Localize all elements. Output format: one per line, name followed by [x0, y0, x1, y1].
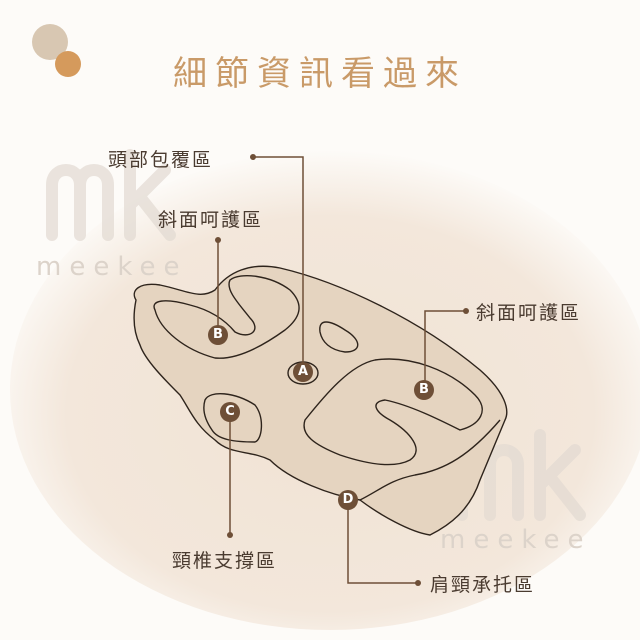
label-neck-support: 頸椎支撐區: [172, 550, 278, 572]
marker-c: C: [220, 402, 240, 422]
label-head-wrap: 頭部包覆區: [108, 149, 214, 171]
watermark-logo: [46, 149, 176, 241]
marker-a: A: [293, 362, 313, 382]
decor-dots: [32, 24, 81, 77]
callout-lines: [217, 156, 466, 584]
label-slope-right: 斜面呵護區: [476, 302, 582, 324]
watermark-text: meekee: [36, 252, 188, 282]
label-shoulder-support: 肩頸承托區: [430, 574, 536, 596]
marker-d: D: [338, 490, 358, 510]
page-title: 細節資訊看過來: [173, 54, 467, 94]
callout-dots: [215, 154, 469, 586]
marker-b-right: B: [414, 380, 434, 400]
watermark-text: meekee: [440, 525, 592, 555]
marker-b-left: B: [208, 325, 228, 345]
label-slope-left: 斜面呵護區: [158, 209, 264, 231]
